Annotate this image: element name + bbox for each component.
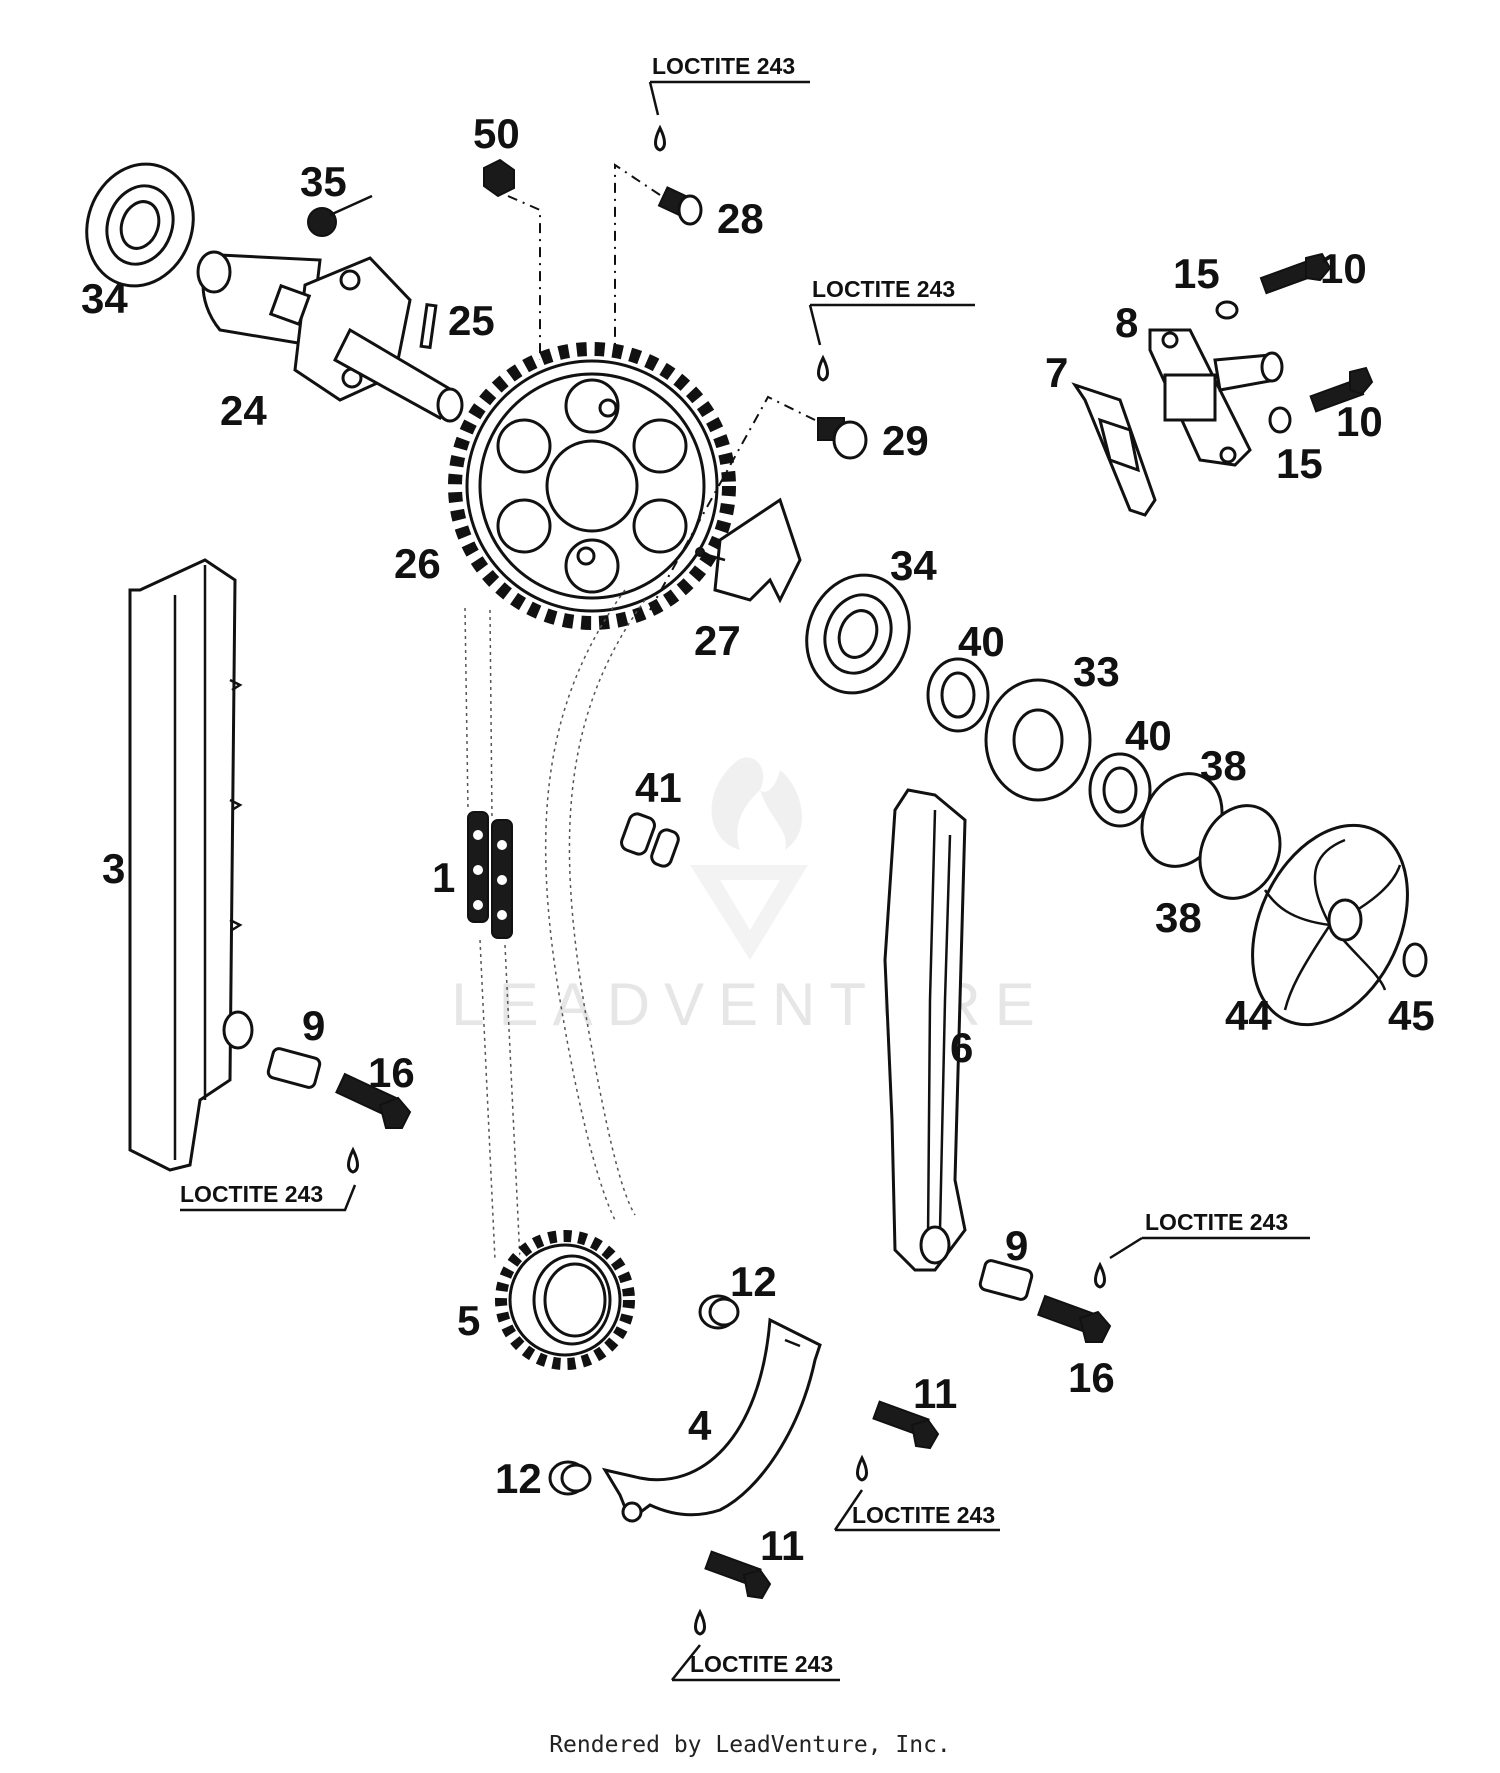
callout-33: 33 bbox=[1073, 648, 1120, 695]
watermark-logo bbox=[690, 757, 808, 960]
timing-chain-outline bbox=[464, 589, 646, 1261]
chain-link-1 bbox=[467, 811, 513, 939]
footer-credit: Rendered by LeadVenture, Inc. bbox=[549, 1732, 951, 1758]
seal-40-b bbox=[1088, 752, 1152, 828]
loctite-drop-29 bbox=[817, 354, 829, 382]
loctite-label-16b: LOCTITE 243 bbox=[1145, 1209, 1288, 1235]
master-link-41 bbox=[620, 812, 680, 868]
callout-9-b: 9 bbox=[1005, 1222, 1028, 1269]
bearing-34-center bbox=[805, 573, 911, 695]
spacer-12-b bbox=[548, 1460, 592, 1496]
callout-45: 45 bbox=[1388, 992, 1435, 1039]
callout-6: 6 bbox=[950, 1024, 973, 1071]
bolt-10-a bbox=[1259, 252, 1332, 295]
loctite-label-11a: LOCTITE 243 bbox=[852, 1502, 995, 1528]
loctite-drop-16a bbox=[347, 1146, 359, 1174]
callout-4: 4 bbox=[688, 1402, 712, 1449]
seal-33 bbox=[984, 678, 1092, 802]
callout-7: 7 bbox=[1045, 349, 1068, 396]
nut-50 bbox=[483, 158, 515, 198]
callout-27: 27 bbox=[694, 617, 741, 664]
callout-3: 3 bbox=[102, 845, 125, 892]
callout-26: 26 bbox=[394, 540, 441, 587]
callout-24: 24 bbox=[220, 387, 267, 434]
loctite-label-29: LOCTITE 243 bbox=[812, 276, 955, 302]
leader-29 bbox=[649, 395, 816, 611]
bolt-29 bbox=[817, 417, 868, 460]
callout-16-b: 16 bbox=[1068, 1354, 1115, 1401]
bolt-10-b bbox=[1309, 366, 1374, 413]
callout-25: 25 bbox=[448, 297, 495, 344]
callout-11-a: 11 bbox=[913, 1370, 957, 1417]
callout-1: 1 bbox=[432, 854, 455, 901]
callout-8: 8 bbox=[1115, 299, 1138, 346]
callout-38-b: 38 bbox=[1155, 894, 1202, 941]
lower-guide-4 bbox=[601, 1317, 822, 1523]
callout-12-a: 12 bbox=[730, 1258, 777, 1305]
loctite-label-11b: LOCTITE 243 bbox=[690, 1651, 833, 1677]
pin-25 bbox=[419, 302, 438, 350]
guide-rail-3 bbox=[128, 558, 254, 1172]
bearing-34-top bbox=[85, 162, 195, 288]
crank-sprocket-5 bbox=[495, 1230, 635, 1370]
callout-12-b: 12 bbox=[495, 1455, 542, 1502]
callout-34-top: 34 bbox=[81, 275, 128, 322]
washer-15-a bbox=[1215, 300, 1239, 320]
gasket-7 bbox=[1071, 382, 1157, 517]
loctite-drop-11b bbox=[694, 1608, 706, 1636]
callout-10-a: 10 bbox=[1320, 245, 1367, 292]
callout-40-b: 40 bbox=[1125, 712, 1172, 759]
callout-10-b: 10 bbox=[1336, 398, 1383, 445]
leader-28 bbox=[614, 163, 661, 365]
bolt-11-b bbox=[704, 1550, 772, 1600]
callout-5: 5 bbox=[457, 1297, 480, 1344]
callout-40-a: 40 bbox=[958, 618, 1005, 665]
loctite-leaders bbox=[180, 80, 1310, 1682]
callout-9-a: 9 bbox=[302, 1002, 325, 1049]
spring-35 bbox=[307, 194, 373, 237]
loctite-label-top: LOCTITE 243 bbox=[652, 53, 795, 79]
impeller-44 bbox=[1251, 823, 1409, 1027]
loctite-drop-11a bbox=[856, 1454, 868, 1482]
loctite-label-16a: LOCTITE 243 bbox=[180, 1181, 323, 1207]
callout-41: 41 bbox=[635, 764, 682, 811]
callout-34-center: 34 bbox=[890, 542, 937, 589]
bolt-11-a bbox=[872, 1400, 940, 1450]
callout-29: 29 bbox=[882, 417, 929, 464]
camshaft-24 bbox=[196, 250, 464, 423]
bushing-9-b bbox=[978, 1259, 1034, 1301]
callout-44: 44 bbox=[1225, 992, 1272, 1039]
callout-28: 28 bbox=[717, 195, 764, 242]
bolt-16-b bbox=[1036, 1294, 1112, 1343]
callout-11-b: 11 bbox=[760, 1522, 804, 1569]
callout-15-b: 15 bbox=[1276, 440, 1323, 487]
tensioner-8 bbox=[1148, 328, 1284, 467]
seal-40-a bbox=[926, 657, 990, 733]
callout-35: 35 bbox=[300, 158, 347, 205]
washer-15-b bbox=[1268, 406, 1292, 434]
callout-38-a: 38 bbox=[1200, 742, 1247, 789]
callout-16-a: 16 bbox=[368, 1049, 415, 1096]
spacer-12-a bbox=[698, 1294, 740, 1330]
bolt-28 bbox=[657, 186, 703, 226]
callout-15-a: 15 bbox=[1173, 250, 1220, 297]
o-ring-38-b bbox=[1198, 804, 1282, 900]
tensioner-rail-6 bbox=[883, 788, 967, 1272]
circlip-45 bbox=[1402, 942, 1428, 978]
sprocket-26 bbox=[448, 342, 736, 630]
loctite-drop-16b bbox=[1094, 1261, 1106, 1289]
bolt-16-a bbox=[335, 1072, 412, 1129]
bushing-9-a bbox=[266, 1047, 322, 1089]
callout-50: 50 bbox=[473, 110, 520, 157]
leader-50 bbox=[507, 195, 541, 370]
chain-guide-27 bbox=[695, 497, 802, 604]
loctite-drop-top bbox=[654, 124, 666, 152]
